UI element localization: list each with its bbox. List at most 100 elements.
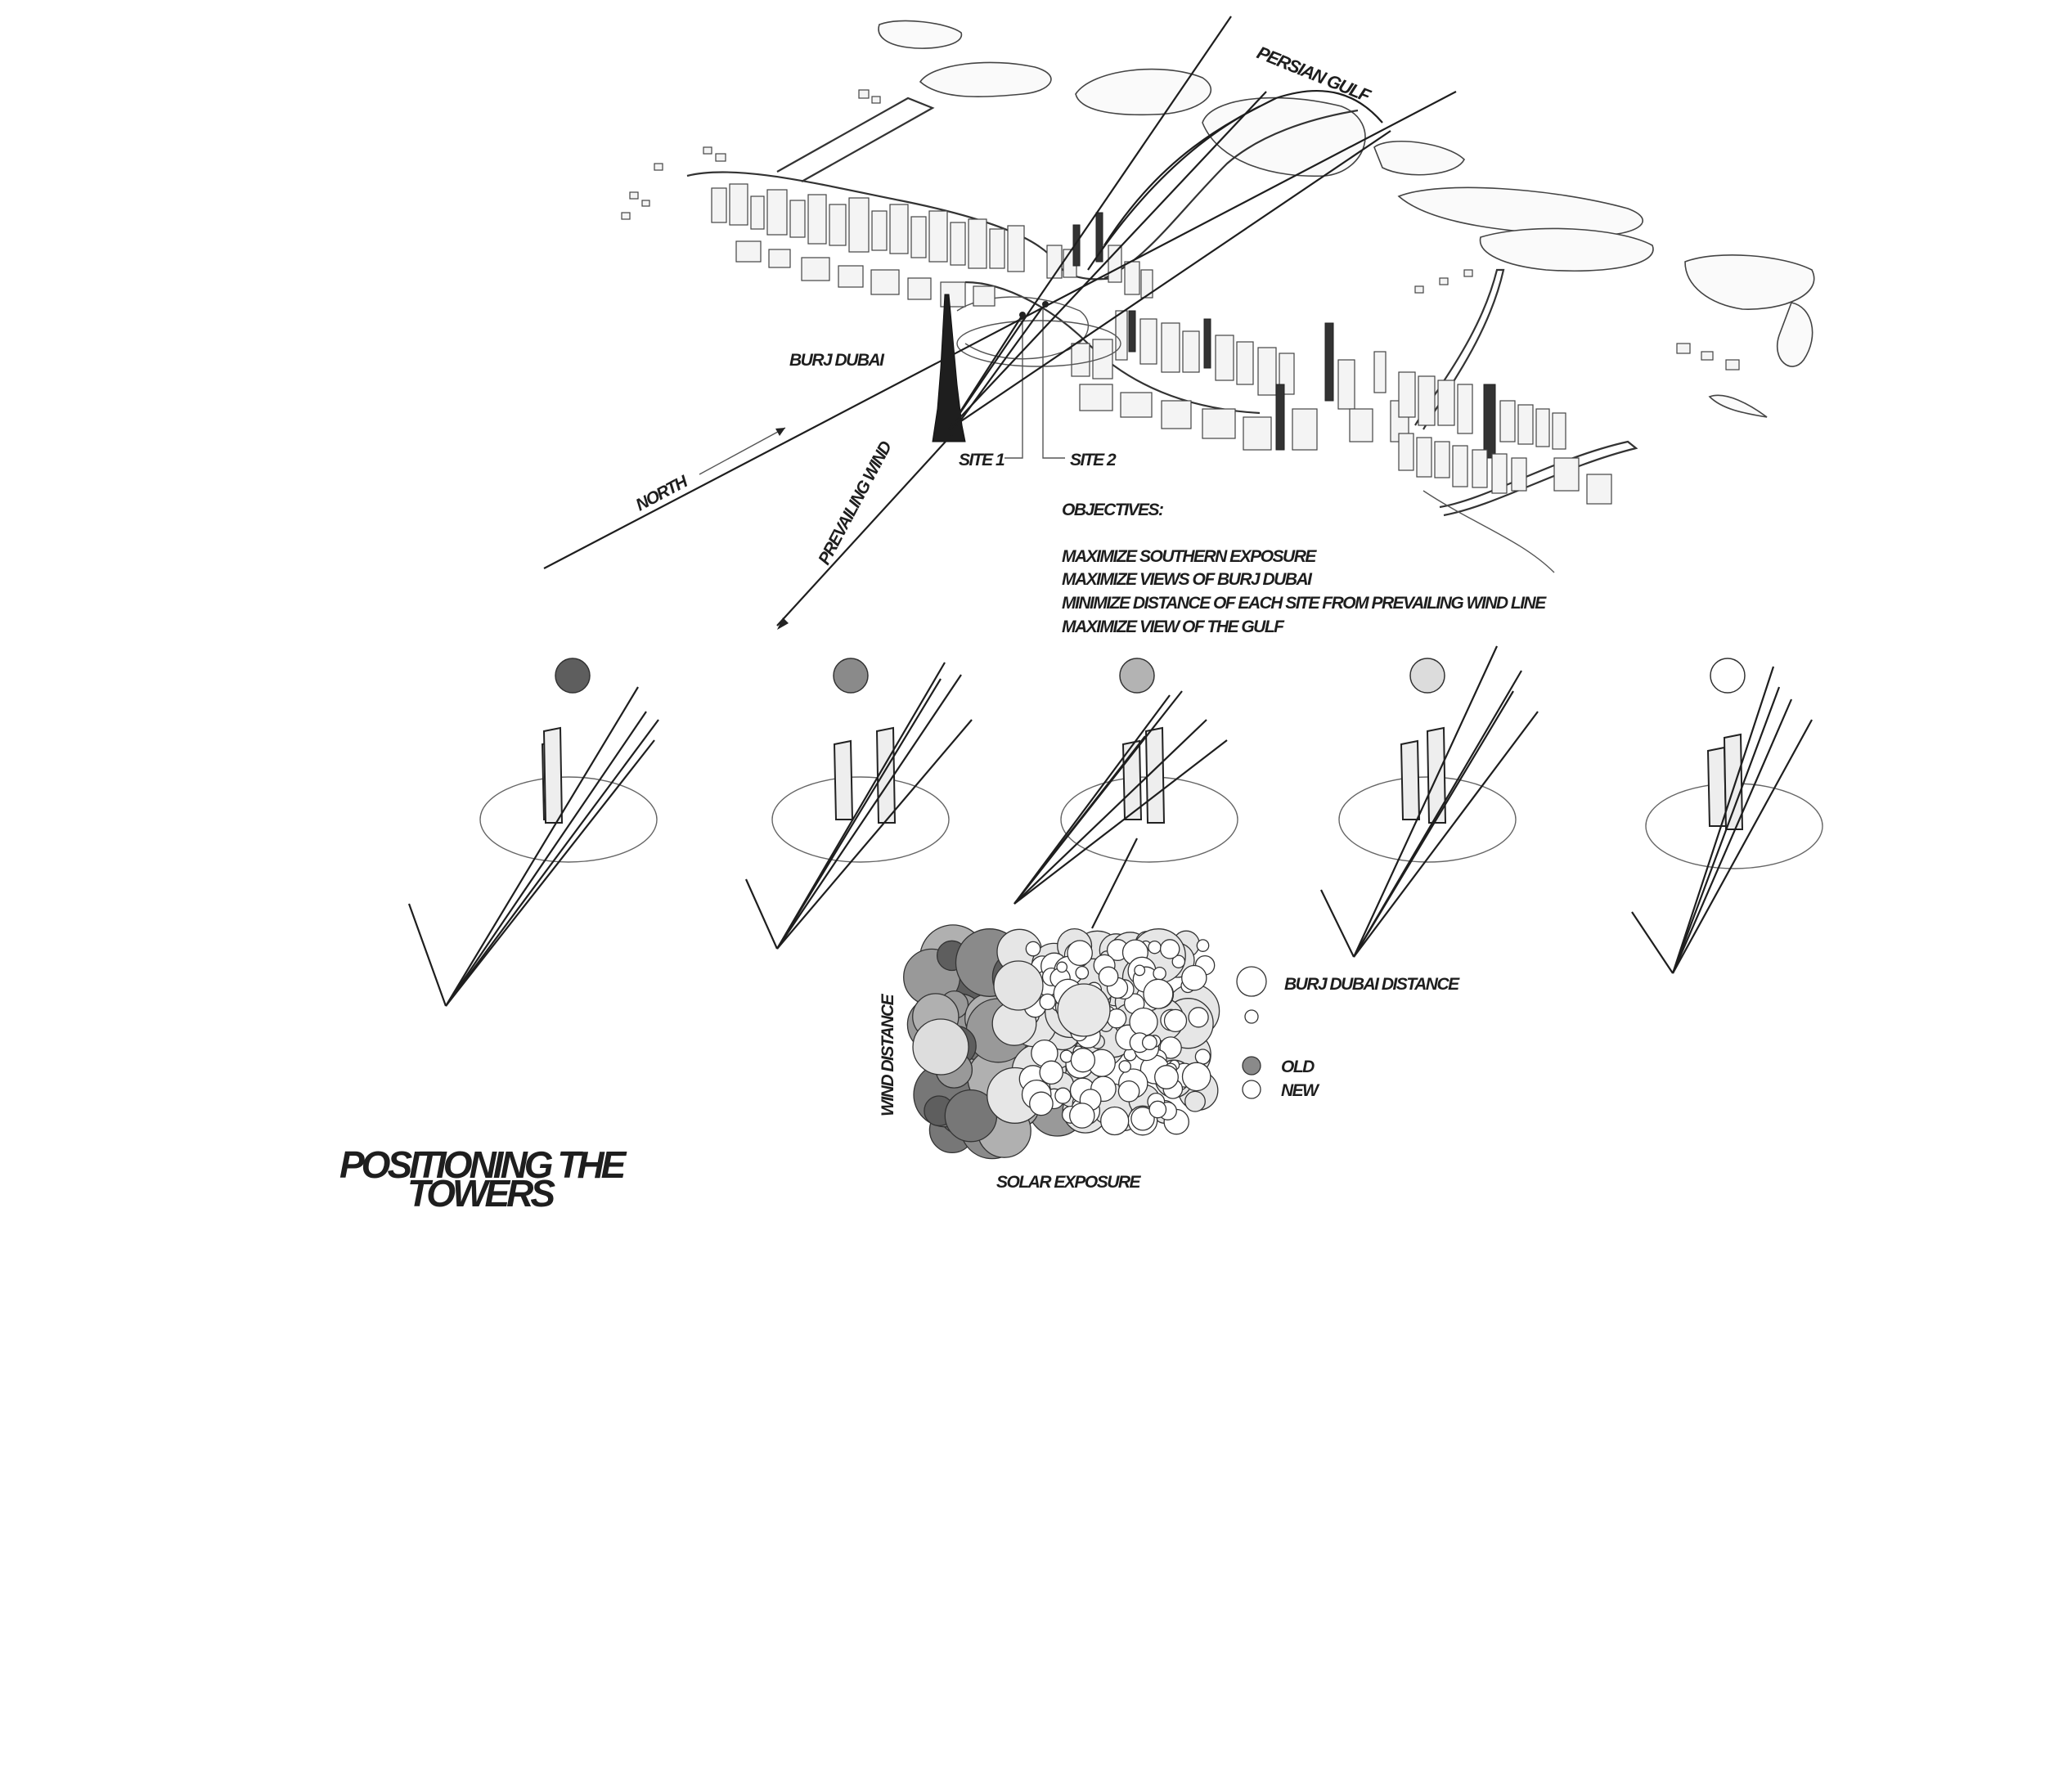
coast-road-right bbox=[1103, 109, 1359, 280]
bubble-new bbox=[1075, 965, 1090, 980]
island-palm-4 bbox=[1373, 140, 1465, 176]
view-ray bbox=[776, 674, 962, 950]
bubble-new bbox=[1054, 1087, 1072, 1104]
bubble-new bbox=[1171, 954, 1186, 968]
tower-iterations bbox=[407, 645, 1823, 1007]
bubble-new bbox=[912, 1018, 969, 1076]
buildings-marina bbox=[1398, 371, 1612, 505]
buildings-scattered bbox=[621, 89, 1740, 371]
tower-b bbox=[1426, 726, 1447, 824]
legend-size-small bbox=[1244, 1009, 1259, 1024]
ray-wind bbox=[776, 433, 954, 627]
bubble-new bbox=[1141, 1035, 1157, 1051]
bubble-new bbox=[1159, 939, 1180, 959]
ray-site-b bbox=[948, 314, 1023, 430]
iteration-1 bbox=[407, 658, 659, 1007]
coast-road-main bbox=[686, 171, 1113, 281]
view-ray bbox=[407, 903, 447, 1007]
bubble-new bbox=[1154, 1065, 1179, 1089]
view-ray bbox=[1671, 666, 1775, 974]
iteration-2 bbox=[744, 658, 973, 950]
bubble-chart-xlabel: SOLAR EXPOSURE bbox=[996, 1173, 1142, 1192]
bubble-new bbox=[1070, 1048, 1096, 1073]
bubble-new bbox=[1130, 1107, 1155, 1131]
view-ray bbox=[1671, 686, 1781, 974]
bubble-chart-leader bbox=[1091, 838, 1138, 929]
bubble-new bbox=[1181, 964, 1207, 991]
wind-arrowhead-icon bbox=[777, 618, 789, 630]
coast-road-left bbox=[776, 97, 935, 182]
site-2-leader bbox=[1042, 307, 1065, 459]
view-ray bbox=[1671, 698, 1793, 974]
ray-gulf-arc-2 bbox=[1087, 106, 1261, 271]
legend-old-dot bbox=[1242, 1056, 1261, 1076]
bubble-new bbox=[1148, 1100, 1167, 1119]
tower-b bbox=[1723, 733, 1744, 830]
burj-dubai-tower bbox=[932, 294, 966, 442]
island-palm-2 bbox=[1075, 68, 1212, 116]
tower-a bbox=[833, 739, 854, 820]
buildings-central bbox=[1072, 212, 1153, 299]
bubble-new bbox=[1134, 964, 1146, 977]
bubble-new bbox=[1098, 966, 1119, 987]
bubble-new bbox=[1148, 940, 1162, 954]
north-arrowhead-icon bbox=[775, 428, 785, 436]
tower-b bbox=[875, 726, 897, 824]
bubble-new bbox=[1069, 1103, 1095, 1129]
legend-old-label: OLD bbox=[1281, 1058, 1315, 1076]
view-ray bbox=[744, 878, 779, 950]
site-2-label: SITE 2 bbox=[1070, 451, 1117, 469]
page-title-line-1: POSITIONING THE bbox=[339, 1143, 627, 1186]
view-ray bbox=[1014, 719, 1207, 905]
ray-gulf-3 bbox=[948, 130, 1391, 430]
view-ray bbox=[1014, 735, 1146, 905]
ray-gulf-arc bbox=[1103, 89, 1383, 246]
bubble-legend: BURJ DUBAI DISTANCE OLD NEW bbox=[1236, 966, 1462, 1100]
view-ray bbox=[776, 678, 942, 950]
burj-dubai-label: BURJ DUBAI bbox=[789, 351, 885, 370]
site-ellipse bbox=[1338, 776, 1517, 863]
iteration-score-dot bbox=[555, 658, 591, 694]
tower-b bbox=[542, 726, 564, 824]
objectives-block: OBJECTIVES: MAXIMIZE SOUTHERN EXPOSURE M… bbox=[1062, 501, 1548, 636]
road-lower bbox=[1423, 490, 1555, 573]
site-ellipse bbox=[771, 776, 950, 863]
page-title-line-2: TOWERS bbox=[407, 1172, 555, 1215]
bubble-new bbox=[1056, 961, 1068, 973]
city-map bbox=[543, 16, 1815, 630]
legend-new-dot bbox=[1242, 1080, 1261, 1099]
bubble-new bbox=[1129, 1007, 1158, 1037]
bubble-new bbox=[1039, 993, 1056, 1011]
ray-site bbox=[956, 306, 1044, 426]
island-palm-1 bbox=[919, 61, 1052, 98]
bubble-chart-ylabel: WIND DISTANCE bbox=[879, 993, 897, 1116]
objective-item: MAXIMIZE SOUTHERN EXPOSURE bbox=[1062, 547, 1317, 566]
bubble-new bbox=[1181, 1062, 1211, 1092]
view-ray bbox=[1353, 690, 1514, 958]
view-ray bbox=[776, 719, 973, 950]
buildings-west bbox=[711, 183, 1077, 308]
bubble-new bbox=[1057, 983, 1111, 1037]
site-1-label: SITE 1 bbox=[959, 451, 1005, 469]
bubble-new bbox=[1039, 1060, 1063, 1085]
iteration-3 bbox=[1014, 658, 1238, 905]
view-ray bbox=[445, 719, 659, 1007]
ray-gulf-2 bbox=[948, 91, 1267, 430]
island-world-1 bbox=[1397, 186, 1643, 236]
view-ray bbox=[1353, 645, 1498, 958]
view-ray bbox=[445, 739, 655, 1007]
bubble-new bbox=[1118, 1060, 1131, 1073]
island-right bbox=[1684, 254, 1815, 310]
view-ray bbox=[1672, 719, 1813, 974]
legend-size-large bbox=[1236, 966, 1267, 997]
iteration-score-dot bbox=[833, 658, 869, 694]
objective-item: MAXIMIZE VIEW OF THE GULF bbox=[1062, 618, 1285, 636]
ray-gulf-1 bbox=[948, 16, 1232, 430]
view-ray bbox=[1014, 694, 1171, 905]
site-ellipse bbox=[479, 776, 658, 863]
north-arrow bbox=[699, 427, 786, 475]
bubble-new bbox=[1194, 1049, 1211, 1065]
iteration-4 bbox=[1320, 645, 1539, 958]
north-label: NORTH bbox=[633, 472, 692, 515]
